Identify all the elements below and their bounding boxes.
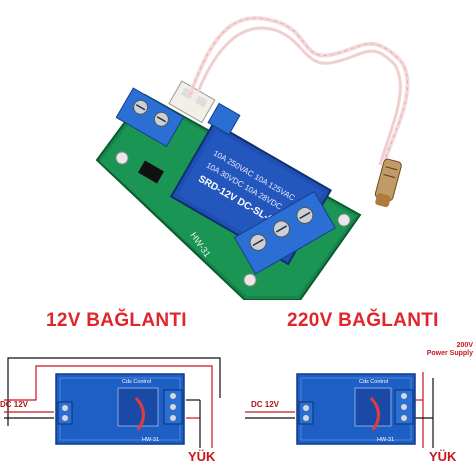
potentiometer <box>207 102 241 136</box>
board-code-12v: HW-31 <box>142 437 159 443</box>
wiring-diagram-12v: Cds Control HW-31 DC 12V YÜK <box>0 338 237 474</box>
wiring-diagram-12v-lines: Cds Control HW-31 <box>4 357 221 448</box>
heading-12v-connection: 12V BAĞLANTI <box>46 310 187 331</box>
power-supply-text: Power Supply <box>426 350 473 357</box>
wiring-diagram-220v: Cds Control HW-31 DC 12V 200V Power Supp… <box>237 338 474 474</box>
load-label-left: YÜK <box>188 449 216 464</box>
board-code-220v: HW-31 <box>377 437 394 443</box>
dc-12v-label-right: DC 12V <box>251 400 280 409</box>
dc-12v-label-left: DC 12V <box>0 400 29 409</box>
ic-chip <box>137 160 165 184</box>
heading-220v-connection: 220V BAĞLANTI <box>287 310 439 331</box>
wiring-diagram-220v-lines: Cds Control HW-31 <box>245 372 434 448</box>
red-wire <box>4 365 213 420</box>
input-terminal <box>115 87 185 148</box>
ldr-sensor <box>374 158 402 208</box>
board-text-12v: Cds Control <box>122 379 151 385</box>
sensor-connector <box>168 80 216 124</box>
load-label-right: YÜK <box>429 449 457 464</box>
product-photo: HW-31 10A 250VAC 10A 125VAC 10A 30VDC 10… <box>95 16 410 300</box>
output-terminal <box>233 190 336 275</box>
power-supply-label: 200V Power Supply <box>417 342 473 358</box>
power-supply-voltage: 200V <box>456 342 473 349</box>
black-wire <box>7 357 221 426</box>
board-text-220v: Cds Control <box>359 379 388 385</box>
